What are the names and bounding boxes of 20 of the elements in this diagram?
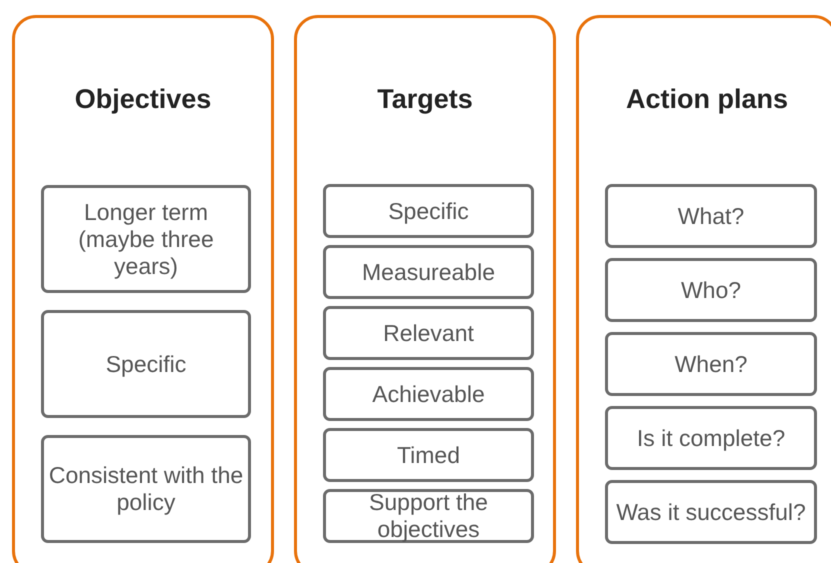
column-panel [294,15,556,563]
column-heading: Action plans [624,84,789,115]
criterion-box: Measureable [323,245,534,299]
criterion-box: Who? [605,258,817,322]
criterion-box: Longer term (maybe three years) [41,185,251,293]
column-heading: Objectives [74,84,212,115]
column-panel [576,15,831,563]
criterion-box: Specific [323,184,534,238]
criterion-box: Was it successful? [605,480,817,544]
criterion-box: Relevant [323,306,534,360]
criterion-box: Achievable [323,367,534,421]
column-heading: Targets [376,84,474,115]
criterion-box: Specific [41,310,251,418]
criterion-box: When? [605,332,817,396]
criterion-box: Timed [323,428,534,482]
criterion-box: Consistent with the policy [41,435,251,543]
criterion-box: What? [605,184,817,248]
criterion-box: Support the objectives [323,489,534,543]
column-panel [12,15,274,563]
criterion-box: Is it complete? [605,406,817,470]
